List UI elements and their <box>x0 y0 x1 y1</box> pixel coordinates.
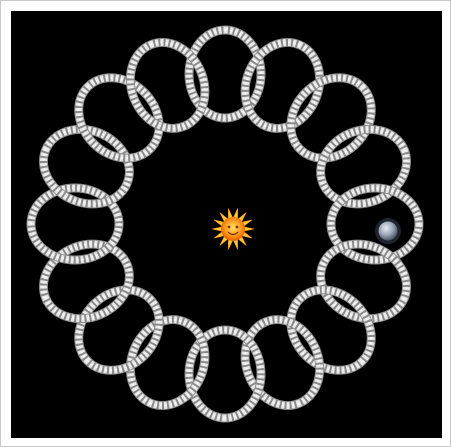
chain-loop <box>275 61 388 174</box>
chain-loop <box>32 231 141 331</box>
chain-loop <box>309 117 418 217</box>
sun-icon <box>212 209 254 250</box>
chain-loop <box>275 274 388 387</box>
image-canvas <box>11 11 442 438</box>
chain-loop <box>118 31 218 140</box>
spirograph-artwork <box>11 11 442 438</box>
chain-loop <box>62 61 175 174</box>
chain-loop <box>232 308 332 417</box>
chain-loop <box>62 274 175 387</box>
planet-icon <box>375 218 401 244</box>
